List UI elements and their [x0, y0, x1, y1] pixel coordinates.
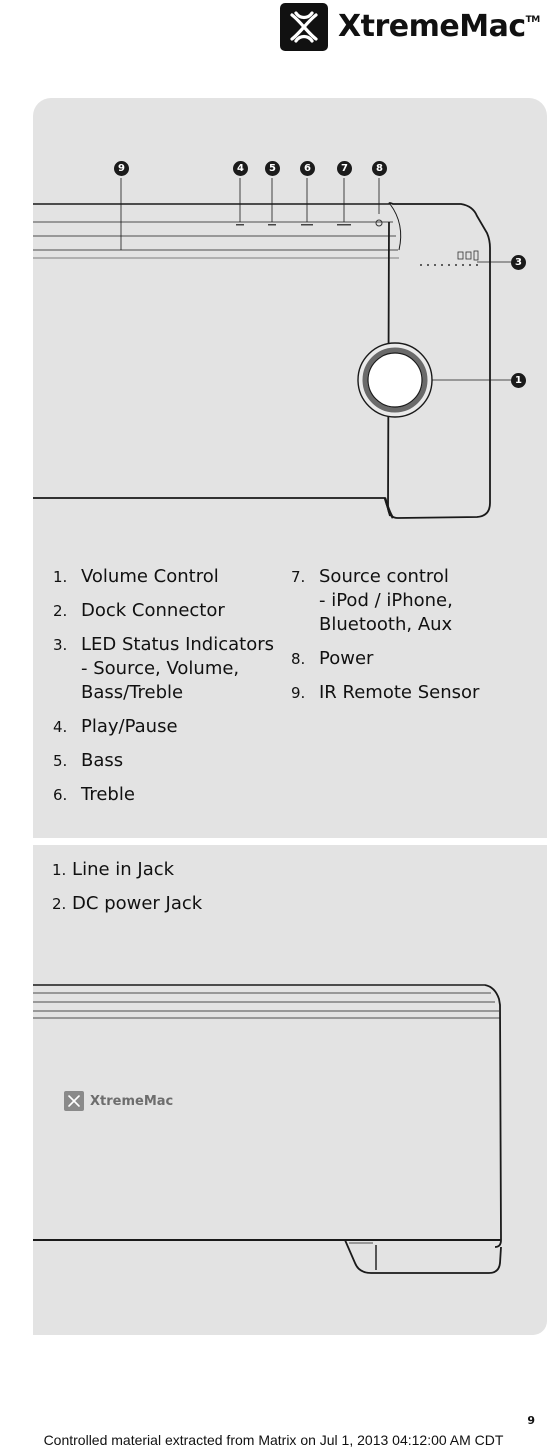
callout-3: 3	[511, 255, 526, 270]
device-logo-mark-icon	[64, 1091, 84, 1111]
legend-item: 5.Bass	[53, 750, 124, 771]
callout-5: 5	[265, 161, 280, 176]
legend-item: 9.IR Remote Sensor	[291, 682, 480, 703]
legend-item: 4.Play/Pause	[53, 716, 178, 737]
footer-note: Controlled material extracted from Matri…	[43, 1432, 504, 1448]
front-view-illustration	[33, 178, 511, 519]
callout-9: 9	[114, 161, 129, 176]
rear-legend: 1. Line in Jack 2. DC power Jack	[52, 858, 202, 926]
panel-divider	[33, 838, 533, 845]
callout-7: 7	[337, 161, 352, 176]
rear-legend-item: 1. Line in Jack	[52, 859, 175, 880]
legend-item: 1.Volume Control	[53, 566, 219, 587]
callout-4: 4	[233, 161, 248, 176]
callout-8: 8	[372, 161, 387, 176]
legend-item: 8.Power	[291, 648, 374, 669]
legend-item: 6.Treble	[53, 784, 135, 805]
brand-logo: XtremeMacTM	[280, 2, 540, 52]
legend-item: 3.LED Status Indicators - Source, Volume…	[53, 634, 274, 703]
front-legend-right: 7.Source control- iPod / iPhone, Bluetoo…	[291, 565, 491, 715]
rear-view-panel	[33, 845, 547, 1335]
page-number: 9	[527, 1414, 535, 1427]
rear-legend-item: 2. DC power Jack	[52, 893, 203, 914]
brand-mark-icon	[280, 3, 328, 51]
legend-item: 7.Source control- iPod / iPhone, Bluetoo…	[291, 566, 453, 635]
device-logo-wordmark: XtremeMac	[90, 1093, 174, 1109]
front-view-panel: 9 4 5 6 7 8 3 1	[33, 98, 547, 838]
front-legend-left: 1.Volume Control 2.Dock Connector 3.LED …	[53, 565, 275, 817]
callout-1: 1	[511, 373, 526, 388]
callout-6: 6	[300, 161, 315, 176]
rear-view-illustration	[33, 984, 502, 1274]
brand-wordmark: XtremeMacTM	[338, 9, 540, 44]
legend-item: 2.Dock Connector	[53, 600, 225, 621]
device-logo: XtremeMac	[64, 1091, 173, 1111]
